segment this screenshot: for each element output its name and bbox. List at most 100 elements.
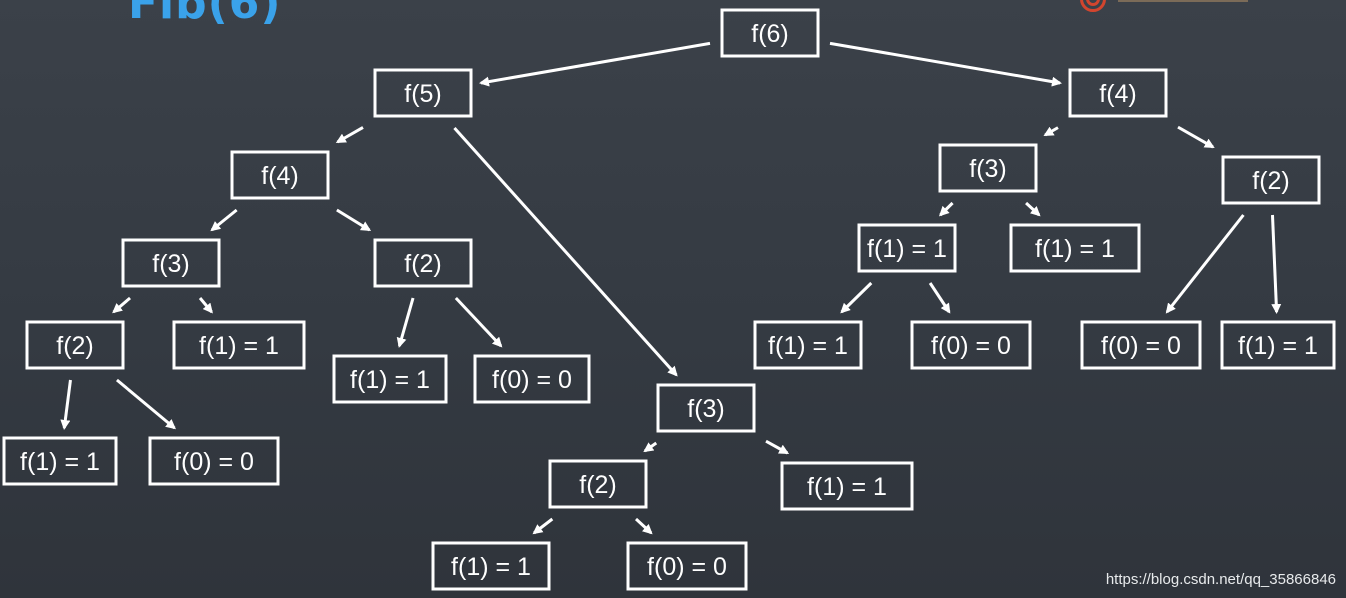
tree-node: f(4) <box>1068 68 1168 118</box>
tree-node: f(0) = 0 <box>1080 320 1202 370</box>
node-box <box>626 541 748 591</box>
tree-node: f(1) = 1 <box>332 354 448 404</box>
node-box <box>938 143 1038 193</box>
node-box <box>780 461 914 511</box>
tree-node: f(2) <box>373 238 473 288</box>
call-arrow <box>634 517 653 535</box>
tree-node: f(1) = 1 <box>1009 223 1141 273</box>
call-arrow <box>840 281 873 314</box>
call-arrow <box>112 296 131 314</box>
node-box <box>230 150 330 200</box>
node-box <box>753 320 863 370</box>
tree-node: f(2) <box>25 320 125 370</box>
node-box <box>373 238 473 288</box>
call-arrow <box>479 41 711 87</box>
call-arrow <box>210 208 238 232</box>
tree-node: f(0) = 0 <box>148 436 280 486</box>
node-box <box>121 238 221 288</box>
node-label: f(0) = 0 <box>931 332 1011 360</box>
node-label: f(2) <box>579 471 617 499</box>
node-label: f(1) = 1 <box>451 553 531 581</box>
call-arrow <box>115 378 176 430</box>
tree-node: f(0) = 0 <box>910 320 1032 370</box>
tree-node: f(4) <box>230 150 330 200</box>
call-arrow <box>765 439 790 455</box>
call-arrow <box>928 282 951 314</box>
brand-logo <box>1080 0 1280 14</box>
node-box <box>720 8 820 58</box>
node-box <box>172 320 306 370</box>
node-label: f(6) <box>751 20 789 48</box>
node-label: f(1) = 1 <box>350 366 430 394</box>
node-label: f(1) = 1 <box>807 473 887 501</box>
node-label: f(2) <box>1252 167 1290 195</box>
node-box <box>25 320 125 370</box>
tree-node: f(0) = 0 <box>473 354 591 404</box>
tree-node: f(1) = 1 <box>1220 320 1336 370</box>
call-arrow <box>335 126 364 144</box>
node-box <box>910 320 1032 370</box>
watermark-url: https://blog.csdn.net/qq_35866846 <box>1105 571 1336 588</box>
node-box <box>1220 320 1336 370</box>
node-label: f(4) <box>1099 80 1137 108</box>
node-label: f(0) = 0 <box>1101 332 1181 360</box>
node-box <box>1068 68 1168 118</box>
node-box <box>656 383 756 433</box>
tree-node: f(6) <box>720 8 820 58</box>
node-box <box>548 459 648 509</box>
call-arrow <box>336 208 372 232</box>
slide-title: Fib(6) <box>128 0 282 29</box>
call-arrow <box>454 296 503 348</box>
tree-node: f(1) = 1 <box>780 461 914 511</box>
tree-node: f(5) <box>373 68 473 118</box>
call-arrow <box>1043 126 1059 137</box>
call-arrow <box>829 41 1062 87</box>
node-box <box>2 436 118 486</box>
tree-node: f(2) <box>548 459 648 509</box>
call-arrow <box>198 297 213 314</box>
node-label: f(0) = 0 <box>647 553 727 581</box>
call-arrow <box>643 441 658 453</box>
node-box <box>373 68 473 118</box>
tree-node: f(1) = 1 <box>431 541 551 591</box>
logo-inner-ring-icon <box>1086 0 1100 6</box>
call-arrow <box>1270 214 1282 314</box>
tree-node: f(3) <box>656 383 756 433</box>
node-box <box>1080 320 1202 370</box>
node-label: f(1) = 1 <box>20 448 100 476</box>
call-arrow <box>1177 125 1215 149</box>
node-label: f(2) <box>404 250 442 278</box>
call-arrow <box>938 201 954 217</box>
node-label: f(1) = 1 <box>1035 235 1115 263</box>
tree-node: f(3) <box>938 143 1038 193</box>
call-arrow <box>396 297 415 348</box>
call-arrow <box>453 126 678 377</box>
node-label: f(4) <box>261 162 299 190</box>
tree-node: f(2) <box>1221 155 1321 205</box>
node-label: f(1) = 1 <box>1238 332 1318 360</box>
node-box <box>473 354 591 404</box>
tree-node: f(1) = 1 <box>172 320 306 370</box>
node-box <box>857 223 957 273</box>
node-label: f(2) <box>56 332 94 360</box>
node-label: f(1) = 1 <box>867 235 947 263</box>
call-arrow <box>1025 201 1041 217</box>
node-label: f(0) = 0 <box>492 366 572 394</box>
tree-node: f(1) = 1 <box>857 223 957 273</box>
call-arrow <box>1165 214 1245 314</box>
node-label: f(3) <box>152 250 190 278</box>
node-box <box>431 541 551 591</box>
node-label: f(3) <box>687 395 725 423</box>
tree-node: f(3) <box>121 238 221 288</box>
node-box <box>148 436 280 486</box>
tree-node: f(0) = 0 <box>626 541 748 591</box>
node-label: f(1) = 1 <box>199 332 279 360</box>
node-box <box>1221 155 1321 205</box>
node-label: f(1) = 1 <box>768 332 848 360</box>
node-label: f(5) <box>404 80 442 108</box>
tree-node: f(1) = 1 <box>753 320 863 370</box>
node-label: f(0) = 0 <box>174 448 254 476</box>
tree-node: f(1) = 1 <box>2 436 118 486</box>
